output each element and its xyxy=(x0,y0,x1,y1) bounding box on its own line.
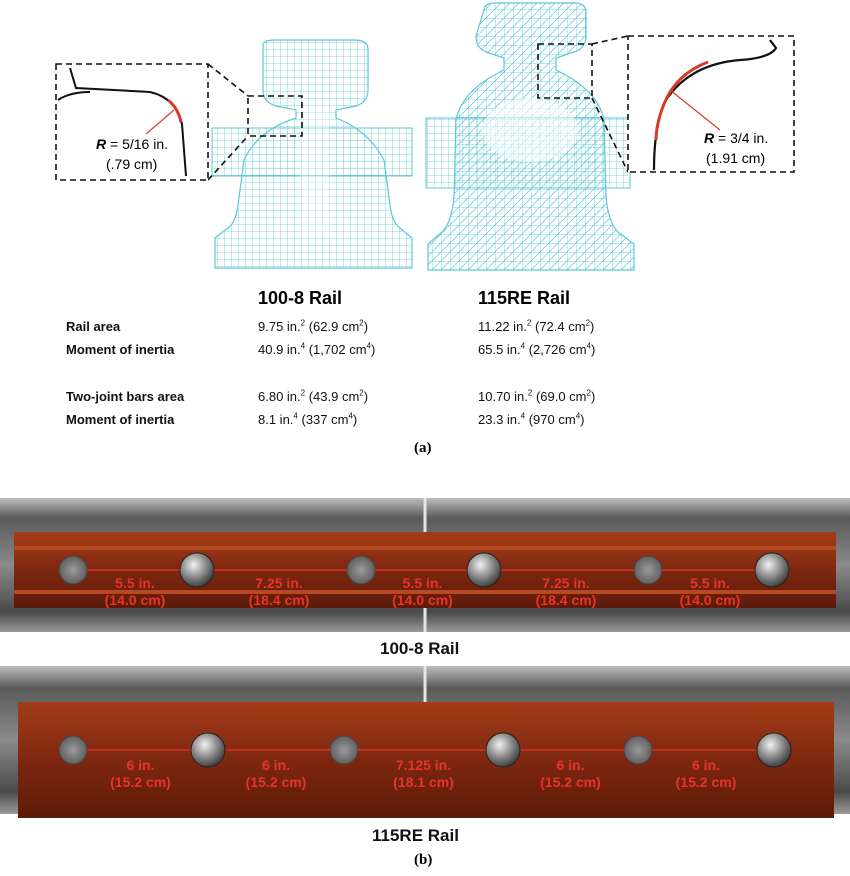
radius-metric-right: (1.91 cm) xyxy=(706,150,766,166)
value-right: 23.3 in.4 (970 cm4) xyxy=(478,411,585,427)
spacing-label-in: 5.5 in. xyxy=(403,575,443,591)
spacing-label-in: 5.5 in. xyxy=(115,575,155,591)
spacing-label-cm: (18.4 cm) xyxy=(536,592,597,608)
spacing-label-in: 7.25 in. xyxy=(542,575,589,591)
spacing-label-in: 5.5 in. xyxy=(690,575,730,591)
rail-100-8-mesh xyxy=(211,39,413,269)
rail-cross-section-figure xyxy=(55,2,795,271)
spacing-label-in: 6 in. xyxy=(262,757,290,773)
radius-metric-left: (.79 cm) xyxy=(106,156,158,172)
radius-label-right: R = 3/4 in. xyxy=(704,130,769,146)
rail-115re-mesh xyxy=(425,2,635,271)
spacing-label-in: 7.125 in. xyxy=(396,757,451,773)
joint-bar-100-8 xyxy=(0,498,850,632)
bolt-hole-icon xyxy=(329,735,359,765)
rail-title-100-8: 100-8 Rail xyxy=(258,288,343,308)
row-label: Moment of inertia xyxy=(66,412,175,427)
joint-bar-115re xyxy=(0,666,850,818)
value-left: 8.1 in.4 (337 cm4) xyxy=(258,411,358,427)
radius-label-left: R = 5/16 in. xyxy=(96,136,169,152)
bolt-icon xyxy=(754,552,790,588)
bolt-hole-icon xyxy=(58,555,88,585)
joint-bar-figure: 5.5 in.(14.0 cm)7.25 in.(18.4 cm)5.5 in.… xyxy=(0,498,850,818)
bolt-hole-icon xyxy=(633,555,663,585)
bolt-hole-icon xyxy=(346,555,376,585)
spacing-label-in: 6 in. xyxy=(556,757,584,773)
bolt-icon xyxy=(466,552,502,588)
zoom-leader-lines xyxy=(207,35,629,181)
bolt-hole-icon xyxy=(623,735,653,765)
zoom-box-right-rail xyxy=(537,43,593,99)
spacing-label-cm: (15.2 cm) xyxy=(110,774,171,790)
value-left: 6.80 in.2 (43.9 cm2) xyxy=(258,388,369,404)
value-left: 9.75 in.2 (62.9 cm2) xyxy=(258,318,369,334)
bolt-hole-icon xyxy=(58,735,88,765)
spacing-label-cm: (18.4 cm) xyxy=(249,592,310,608)
spacing-label-cm: (14.0 cm) xyxy=(680,592,741,608)
bar-label-115re: 115RE Rail xyxy=(372,826,459,845)
caption-b: (b) xyxy=(414,852,433,868)
detail-box-right xyxy=(627,35,795,173)
value-left: 40.9 in.4 (1,702 cm4) xyxy=(258,341,376,357)
value-right: 11.22 in.2 (72.4 cm2) xyxy=(478,318,595,334)
spacing-label-cm: (14.0 cm) xyxy=(105,592,166,608)
spacing-label-cm: (15.2 cm) xyxy=(540,774,601,790)
value-right: 65.5 in.4 (2,726 cm4) xyxy=(478,341,596,357)
row-label: Rail area xyxy=(66,319,121,334)
spacing-label-cm: (15.2 cm) xyxy=(676,774,737,790)
spacing-label-in: 6 in. xyxy=(692,757,720,773)
bolt-icon xyxy=(756,732,792,768)
detail-box-left xyxy=(55,63,209,181)
row-label: Moment of inertia xyxy=(66,342,175,357)
bolt-icon xyxy=(179,552,215,588)
spacing-label-in: 6 in. xyxy=(126,757,154,773)
spacing-label-cm: (15.2 cm) xyxy=(246,774,307,790)
bolt-icon xyxy=(485,732,521,768)
caption-a: (a) xyxy=(414,440,432,456)
rail-title-115re: 115RE Rail xyxy=(478,288,571,308)
bar-label-100-8: 100-8 Rail xyxy=(380,639,460,658)
spacing-label-cm: (18.1 cm) xyxy=(393,774,454,790)
spacing-label-cm: (14.0 cm) xyxy=(392,592,453,608)
value-right: 10.70 in.2 (69.0 cm2) xyxy=(478,388,596,404)
row-label: Two-joint bars area xyxy=(66,389,185,404)
zoom-box-left-rail xyxy=(247,95,303,137)
bolt-icon xyxy=(190,732,226,768)
spacing-label-in: 7.25 in. xyxy=(255,575,302,591)
